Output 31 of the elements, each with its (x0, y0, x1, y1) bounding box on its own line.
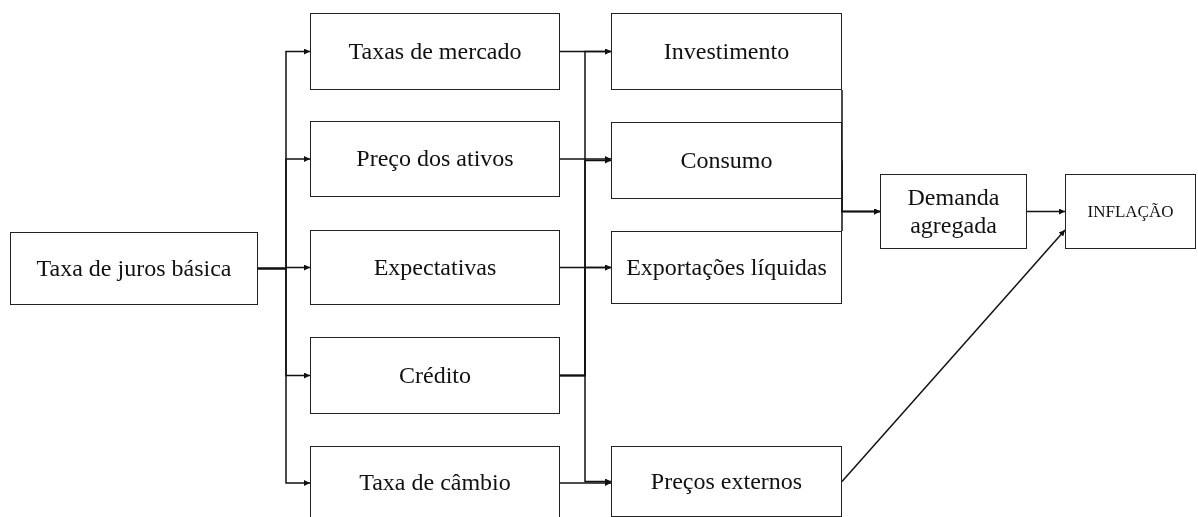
node-label: Taxa de câmbio (359, 469, 511, 497)
process-box (10, 232, 258, 305)
process-box (310, 230, 560, 305)
process-box (880, 174, 1027, 249)
arrow (257, 267, 311, 486)
process-box (310, 446, 560, 517)
arrow (1026, 208, 1066, 215)
node-label: Preço dos ativos (356, 145, 514, 173)
arrow (559, 374, 612, 485)
node-label: Consumo (680, 146, 773, 175)
process-box (1065, 174, 1196, 249)
node-label: Crédito (399, 361, 471, 390)
node-label: Expectativas (373, 253, 497, 282)
process-box (310, 13, 560, 90)
arrow (559, 156, 612, 162)
process-box (611, 446, 842, 517)
arrow (841, 208, 881, 232)
node-label: Investimento (663, 37, 790, 66)
node-label: Taxa de juros básica (36, 254, 232, 283)
process-box (310, 121, 560, 197)
node-label: Preços externos (650, 467, 803, 496)
node-label: INFLAÇÃO (1087, 201, 1174, 222)
process-box (611, 231, 842, 304)
process-box (611, 122, 842, 199)
process-box (611, 13, 842, 90)
arrow (559, 480, 612, 486)
node-label: Exportações líquidas (626, 253, 827, 282)
node-label: Taxas de mercado (348, 37, 522, 66)
process-box (310, 337, 560, 414)
arrow (841, 229, 1066, 483)
node-label: Demanda agregada (906, 183, 1001, 240)
